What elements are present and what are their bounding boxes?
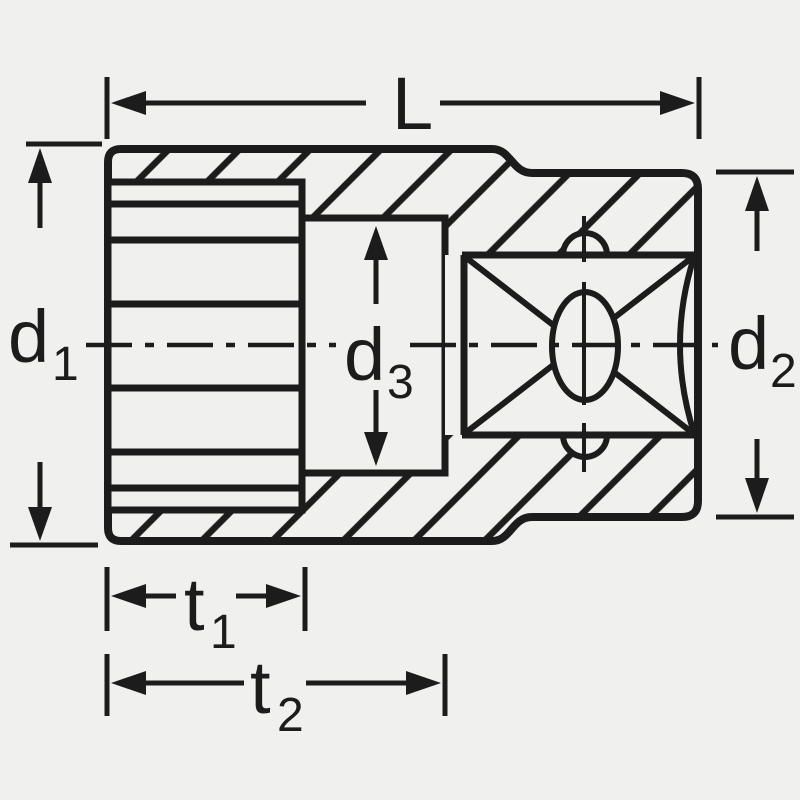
dim-d2-label: d — [728, 302, 769, 385]
dim-L-ticks — [104, 77, 702, 139]
serration-teeth-lines — [105, 200, 302, 492]
dim-d2-arrow-down — [745, 478, 769, 513]
dimension-d1: d 1 — [8, 141, 102, 548]
dim-d3-arrow-up — [364, 226, 388, 260]
dim-t1-ticks — [104, 567, 308, 631]
dim-t1-arrow-left — [111, 584, 146, 608]
dim-t2-ticks — [104, 654, 448, 716]
dim-t1-subscript: 1 — [210, 606, 237, 659]
dim-d1-arrow-up — [28, 148, 52, 183]
dimension-t1: t 1 — [104, 563, 308, 659]
dim-d1-label: d — [8, 295, 49, 378]
dim-L-arrow-left — [111, 91, 146, 115]
dim-t1-arrow-right — [266, 584, 301, 608]
dim-t2-subscript: 2 — [277, 689, 304, 742]
dim-d1-subscript: 1 — [52, 338, 79, 391]
dim-d3-arrow-down — [364, 432, 388, 466]
dim-t2-arrow-right — [406, 671, 441, 695]
dim-t2-arrow-left — [111, 671, 146, 695]
dimension-L: L — [104, 62, 702, 145]
dim-d3-label: d — [344, 313, 385, 396]
dim-d1-ext-lines — [10, 141, 102, 548]
dim-L-label: L — [392, 62, 433, 145]
dim-L-arrow-right — [660, 91, 695, 115]
square-drive-edges — [460, 251, 694, 439]
dim-d2-ext-lines — [716, 169, 794, 520]
dim-d3-subscript: 3 — [387, 356, 414, 409]
dimension-t2: t 2 — [104, 646, 448, 742]
dim-d2-arrow-up — [745, 176, 769, 211]
dimension-d2: d 2 — [716, 169, 797, 520]
dim-t2-label: t — [250, 646, 271, 729]
dim-d1-arrow-down — [28, 507, 52, 541]
dim-t1-label: t — [184, 563, 205, 646]
dim-d2-subscript: 2 — [770, 345, 797, 398]
dimension-d3: d 3 — [344, 226, 414, 466]
